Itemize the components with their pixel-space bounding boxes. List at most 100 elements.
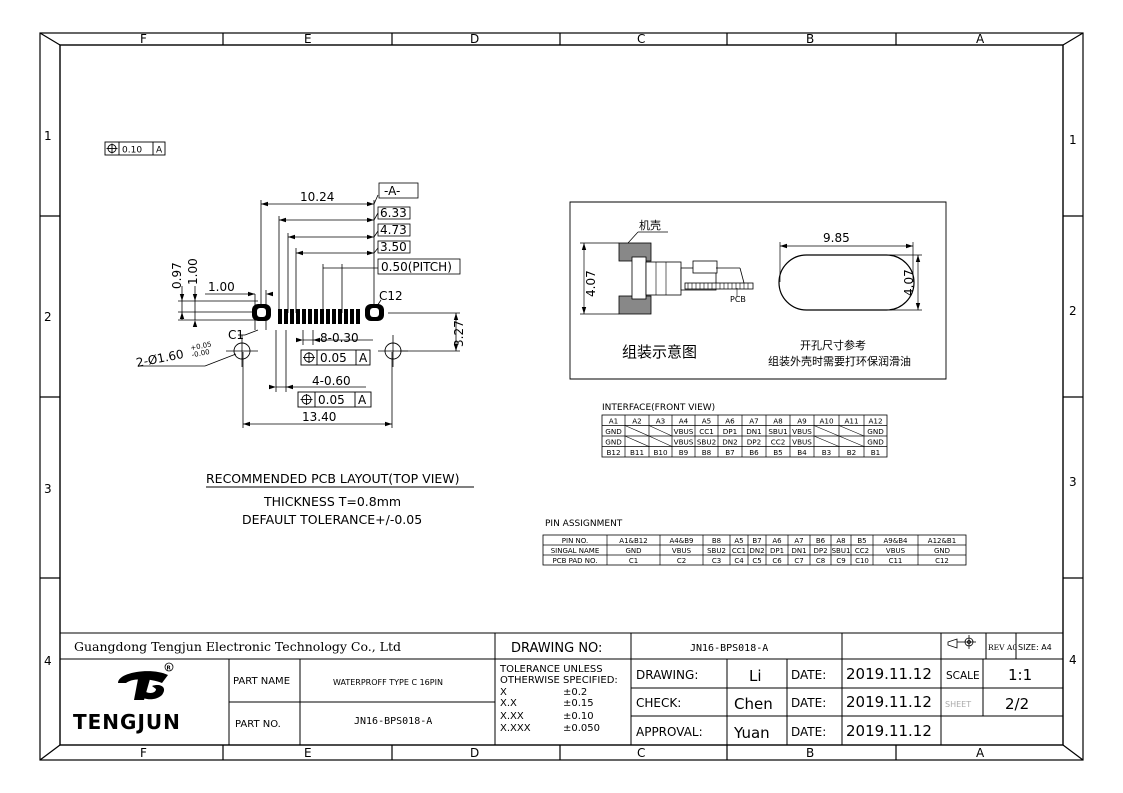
- scale-label: SCALE: [946, 670, 980, 682]
- interface-cell: B10: [653, 448, 668, 457]
- interface-cell: B1: [871, 448, 881, 457]
- interface-cell: B11: [630, 448, 644, 457]
- pin-assignment-cell: A8: [836, 537, 845, 545]
- pin-assignment-cell: B8: [712, 537, 721, 545]
- tolerance-note: DEFAULT TOLERANCE+/-0.05: [242, 512, 422, 527]
- pin-assignment-cell: B7: [752, 537, 761, 545]
- approval-by-label: APPROVAL:: [636, 725, 703, 739]
- interface-cell: CC2: [771, 437, 786, 446]
- interface-cell: B4: [797, 448, 807, 457]
- tol-xxx-key: X.XX: [500, 711, 524, 722]
- empty-cell-slash: [648, 425, 673, 437]
- row-left-3: 3: [44, 482, 52, 496]
- pin-assignment-title: PIN ASSIGNMENT: [545, 519, 623, 529]
- zone-labels: F E D C B A F E D C B A 1 2 3 4 1 2 3 4: [44, 32, 1077, 760]
- cutout-height: 4.07: [902, 269, 916, 296]
- pcb-label: PCB: [730, 295, 746, 304]
- zone-top-c: C: [637, 32, 645, 46]
- revision: REV A0: [988, 643, 1017, 652]
- label-c12: C12: [379, 289, 403, 303]
- interface-cell: A9: [797, 416, 807, 425]
- pin-assignment-cell: VBUS: [672, 547, 692, 555]
- title-block: Guangdong Tengjun Electronic Technology …: [60, 632, 1063, 745]
- interface-cell: GND: [867, 427, 884, 436]
- projection-symbol-icon: [947, 635, 976, 649]
- drawing-by: Li: [749, 667, 762, 685]
- pin-assignment-cell: A9&B4: [884, 537, 909, 545]
- hole-tolerance-minus: -0.00: [191, 348, 210, 359]
- pin-assignment-cell: SBU1: [832, 547, 851, 555]
- position-tolerance-datum: A: [156, 146, 163, 156]
- position-symbol-icon: [300, 394, 313, 405]
- position-tolerance-value: 0.10: [122, 146, 142, 156]
- tengjun-logo: R TENGJUN: [73, 662, 180, 734]
- pin-assignment-cell: SBU2: [707, 547, 726, 555]
- empty-cell-slash: [838, 425, 865, 437]
- pin-assignment-cell: A12&B1: [928, 537, 956, 545]
- row-right-2: 2: [1069, 304, 1077, 318]
- tol-xxxx-key: X.XXX: [500, 723, 531, 734]
- zone-bottom-b: B: [806, 746, 814, 760]
- fcf2-value: 0.05: [318, 393, 345, 407]
- pin-assignment-cell: C1: [629, 557, 638, 565]
- interface-cell: A7: [749, 416, 759, 425]
- interface-cell: SBU2: [697, 437, 716, 446]
- date-label-1: DATE:: [791, 668, 826, 682]
- tol-xxx-val: ±0.10: [563, 711, 594, 722]
- interface-cell: A3: [656, 416, 666, 425]
- pin-assignment-cell: DP1: [770, 547, 784, 555]
- interface-cell: VBUS: [792, 427, 812, 436]
- tol-x-key: X: [500, 687, 507, 698]
- pin-assignment-cell: DP2: [813, 547, 827, 555]
- scale-value: 1:1: [1008, 666, 1032, 684]
- fcf1-value: 0.05: [320, 351, 347, 365]
- label-c1: C1: [228, 328, 244, 342]
- interface-cell: B5: [773, 448, 783, 457]
- pcb-layout-view: -A- 10.24 6.33 4.73 3.50 0.50(PITCH) 1.0…: [135, 182, 474, 527]
- check-date: 2019.11.12: [846, 693, 932, 711]
- dim-0-97: 0.97: [170, 262, 184, 289]
- fcf2-datum: A: [358, 393, 367, 407]
- pin-assignment-cell: C10: [855, 557, 869, 565]
- zone-bottom-f: F: [140, 746, 147, 760]
- tol-x-val: ±0.2: [563, 687, 587, 698]
- dim-3-27: 3.27: [452, 320, 466, 347]
- interface-cell: A6: [725, 416, 735, 425]
- interface-cell: A8: [773, 416, 783, 425]
- interface-cell: A1: [609, 416, 619, 425]
- sheet-value: 2/2: [1005, 695, 1029, 713]
- part-no-label: PART NO.: [235, 719, 281, 730]
- drawing-no-label: DRAWING NO:: [511, 641, 602, 656]
- pin-assignment-cell: GND: [934, 547, 950, 555]
- cutout-caption: 开孔尺寸参考: [800, 338, 866, 352]
- pin-assignment-cell: C2: [677, 557, 686, 565]
- tol-xxxx-val: ±0.050: [563, 723, 600, 734]
- pin-assignment-cell: C3: [712, 557, 721, 565]
- pin-assignment-cell: C7: [794, 557, 803, 565]
- datum-a-label: -A-: [384, 184, 400, 198]
- pin-assignment-cell: PCB PAD NO.: [552, 557, 597, 565]
- interface-cell: VBUS: [674, 437, 694, 446]
- interface-cell: DN2: [722, 437, 737, 446]
- shell-label: 机壳: [639, 218, 661, 232]
- pin-assignment-cell: DN2: [749, 547, 764, 555]
- fcf-large-pad-position: 0.05 A: [297, 391, 372, 408]
- interface-cell: DP1: [723, 427, 737, 436]
- interface-cell: DN1: [746, 427, 761, 436]
- dim-1-00-horizontal: 1.00: [208, 280, 235, 294]
- interface-cell: DP2: [747, 437, 761, 446]
- mounting-pad-left: [252, 304, 271, 321]
- zone-top-f: F: [140, 32, 147, 46]
- hole-diameter: 2-Ø1.60: [135, 347, 185, 370]
- dim-6-33: 6.33: [380, 206, 407, 220]
- interface-table-title: INTERFACE(FRONT VIEW): [602, 403, 715, 413]
- fcf1-datum: A: [359, 351, 368, 365]
- row-left-4: 4: [44, 654, 52, 668]
- date-label-3: DATE:: [791, 725, 826, 739]
- dim-pitch: 0.50(PITCH): [381, 260, 452, 274]
- tol-xx-key: X.X: [500, 698, 517, 709]
- interface-cell: GND: [605, 427, 622, 436]
